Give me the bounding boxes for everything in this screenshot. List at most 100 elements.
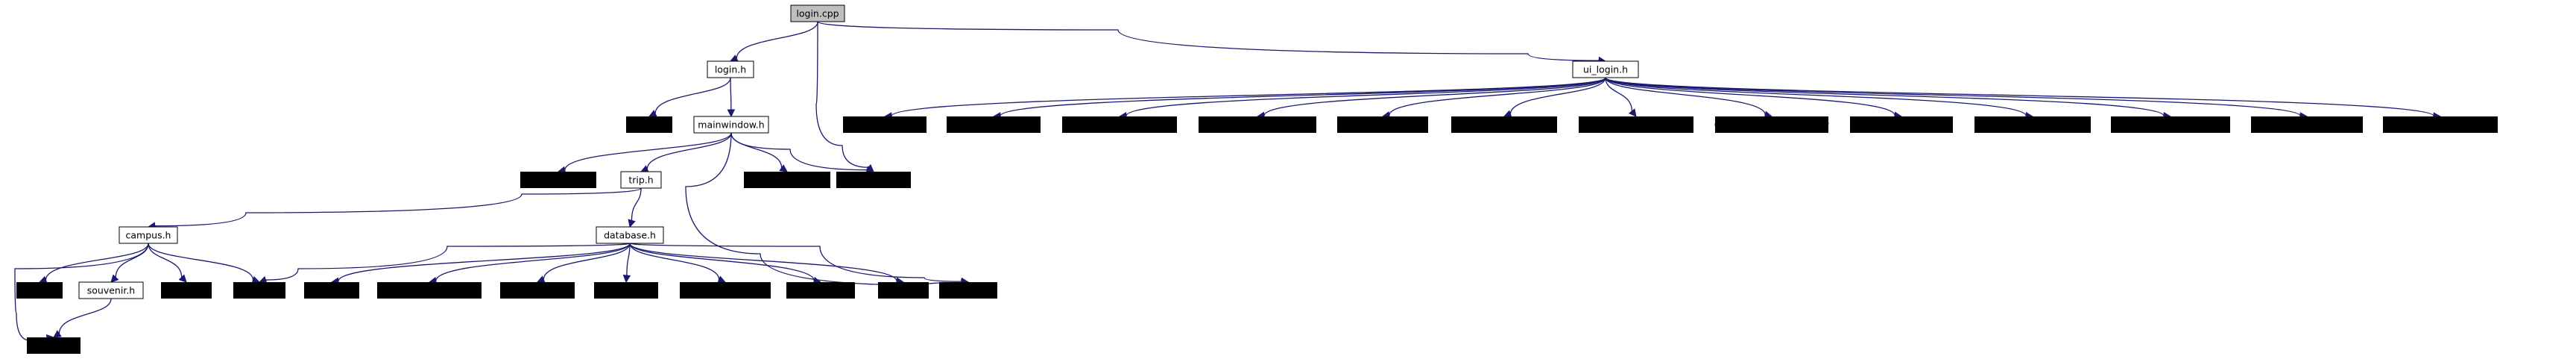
node-label: QVector — [168, 285, 206, 296]
node-database-h[interactable]: database.h — [596, 226, 664, 244]
node-label: trip.h — [628, 175, 653, 186]
edge-campus_h-to-souvenir_h — [110, 243, 149, 283]
edge-campus_h-to-qvector — [148, 243, 187, 283]
edge-ui_login_h-to-qtwidgets_qhboxlayout — [1605, 77, 1637, 117]
node-ui-login-h[interactable]: ui_login.h — [1572, 60, 1639, 78]
node-label: QtWidgets/QDialog — [1338, 119, 1427, 131]
node-label: QtCore/QVariant — [847, 119, 923, 131]
node-qtwidgets-qapplication: QtWidgets/QApplication — [1062, 116, 1177, 133]
node-label: database.h — [604, 230, 656, 241]
edge-database_h-to-qsqlquerymodel — [629, 243, 727, 284]
edge-mainwindow_h-to-qmessagebox — [730, 132, 875, 174]
node-label: login.cpp — [796, 8, 839, 19]
node-label: QQueue — [885, 285, 923, 296]
node-label: QStack — [952, 285, 985, 296]
edge-login_cpp-to-ui_login_h — [817, 21, 1607, 65]
node-qqueue: QQueue — [878, 282, 929, 299]
node-label: QtWidgets/QRadioButton — [2112, 119, 2229, 131]
node-label: iterator — [22, 285, 57, 296]
node-qmainwindow: QMainWindow — [520, 172, 596, 188]
node-label: QStandardItemModel — [380, 285, 479, 296]
node-qtwidgets-qaction: QtWidgets/QAction — [947, 116, 1041, 133]
edge-database_h-to-qsqlrecord — [629, 243, 822, 285]
edge-database_h-to-qstack — [629, 243, 970, 286]
node-campus-h[interactable]: campus.h — [119, 226, 178, 244]
edge-database_h-to-qfileinfo — [330, 243, 631, 286]
node-label: campus.h — [126, 230, 171, 241]
node-qtwidgets-qvboxlayout: QtWidgets/QVBoxLayout — [2383, 116, 2498, 133]
node-qtablewidgetitem: QTableWidgetItem — [744, 172, 830, 188]
edge-trip_h-to-campus_h — [147, 187, 642, 230]
node-label: QDebug — [241, 285, 279, 296]
node-qtwidgets-qhboxlayout: QtWidgets/QHBoxLayout — [1579, 116, 1694, 133]
node-label: ui_login.h — [1583, 64, 1628, 75]
node-qtcore-qvariant: QtCore/QVariant — [843, 116, 926, 133]
edge-campus_h-to-qdebug — [148, 243, 261, 284]
edge-login_h-to-mainwindow_h — [727, 77, 736, 118]
node-label: QtWidgets/QApplication — [1064, 119, 1175, 131]
node-trip-h[interactable]: trip.h — [620, 171, 662, 189]
node-label: QTableWidgetItem — [745, 175, 830, 186]
node-label: login.h — [715, 64, 746, 75]
edge-database_h-to-qstandarditemmodel — [428, 243, 631, 285]
edge-database_h-to-qsqlquery — [622, 243, 631, 284]
node-qtwidgets-qlineedit: QtWidgets/QLineEdit — [1850, 116, 1953, 133]
edge-campus_h-to-iterator — [38, 243, 149, 284]
node-qstack: QStack — [939, 282, 997, 299]
node-qtwidgets-qradiobutton: QtWidgets/QRadioButton — [2111, 116, 2230, 133]
edge-mainwindow_h-to-qtablewidgetitem — [730, 132, 788, 172]
node-label: QtWidgets/QButtonGroup — [1198, 119, 1316, 131]
node-label: QtWidgets/QHBoxLayout — [1579, 119, 1694, 131]
node-qtwidgets-qgroupbox: QtWidgets/QGroupBox — [1451, 116, 1557, 133]
node-qstring: QString — [27, 337, 80, 354]
node-label: souvenir.h — [87, 285, 135, 296]
edge-ui_login_h-to-qtwidgets_qbuttongroup — [1256, 77, 1606, 120]
node-label: QtWidgets/QAction — [950, 119, 1038, 131]
node-iterator: iterator — [16, 282, 63, 299]
node-label: QDialog — [631, 119, 668, 131]
node-label: QMessageBox — [841, 175, 906, 186]
node-mainwindow-h[interactable]: mainwindow.h — [693, 116, 769, 134]
node-login-h[interactable]: login.h — [707, 60, 754, 78]
edge-database_h-to-qqueue — [629, 243, 905, 285]
node-qtwidgets-qspaceritem: QtWidgets/QSpacerItem — [2250, 116, 2364, 133]
edge-database_h-to-qsqldatabase — [536, 243, 631, 284]
node-qtwidgets-qbuttongroup: QtWidgets/QButtonGroup — [1198, 116, 1317, 133]
edge-login_cpp-to-login_h — [729, 21, 818, 62]
node-qfileinfo: QFileInfo — [304, 282, 359, 299]
edge-ui_login_h-to-qtcore_qvariant — [883, 77, 1606, 120]
node-label: mainwindow.h — [698, 119, 764, 131]
node-login-cpp[interactable]: login.cpp — [790, 4, 845, 22]
edge-ui_login_h-to-qtwidgets_qspaceritem — [1605, 77, 2308, 120]
edge-souvenir_h-to-qstring — [53, 298, 112, 338]
node-qtwidgets-qpushbutton: QtWidgets/QPushButton — [1974, 116, 2091, 133]
node-label: QMainWindow — [525, 175, 592, 186]
edge-ui_login_h-to-qtwidgets_qlineedit — [1605, 77, 1903, 120]
edge-ui_login_h-to-qtwidgets_qaction — [992, 77, 1606, 120]
node-qsqlrecord: QSqlRecord — [786, 282, 855, 299]
node-souvenir-h[interactable]: souvenir.h — [78, 281, 144, 299]
node-qdialog: QDialog — [626, 116, 672, 133]
node-label: QtWidgets/QHeaderView — [1714, 119, 1830, 131]
edge-trip_h-to-database_h — [628, 187, 642, 228]
edge-login_cpp-to-qmessagebox — [815, 21, 874, 172]
node-label: QtWidgets/QPushButton — [1977, 119, 2089, 131]
node-label: QSqlQueryModel — [686, 285, 765, 296]
node-label: QtWidgets/QSpacerItem — [2250, 119, 2363, 131]
node-qdebug: QDebug — [233, 282, 285, 299]
node-label: QString — [36, 340, 71, 352]
node-qsqlquery: QSqlQuery — [594, 282, 658, 299]
node-qsqldatabase: QSqlDatabase — [500, 282, 575, 299]
edge-login_h-to-qdialog — [648, 77, 731, 117]
node-qstandarditemmodel: QStandardItemModel — [377, 282, 482, 299]
node-label: QSqlRecord — [794, 285, 847, 296]
node-label: QSqlQuery — [601, 285, 651, 296]
node-qmessagebox: QMessageBox — [836, 172, 911, 188]
node-qsqlquerymodel: QSqlQueryModel — [680, 282, 771, 299]
node-label: QtWidgets/QLineEdit — [1853, 119, 1950, 131]
edge-mainwindow_h-to-trip_h — [640, 132, 732, 173]
node-label: QtWidgets/QGroupBox — [1452, 119, 1557, 131]
node-qtwidgets-qheaderview: QtWidgets/QHeaderView — [1714, 116, 1830, 133]
